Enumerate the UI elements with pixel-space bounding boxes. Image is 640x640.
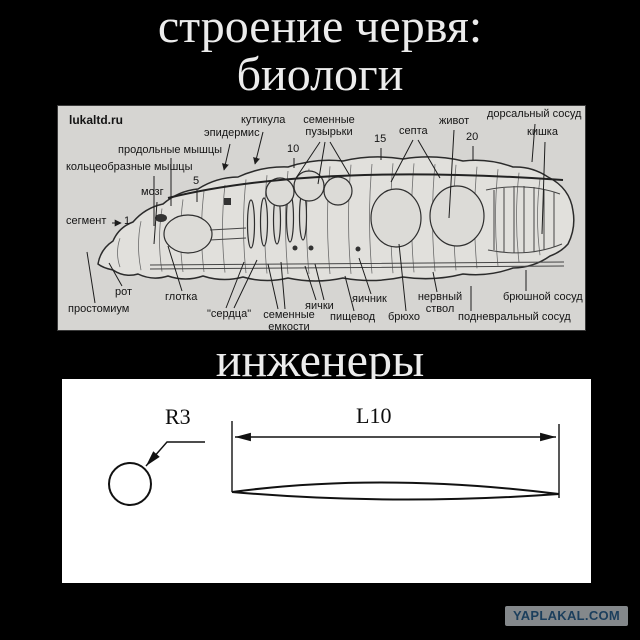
worm-side-view-shape — [231, 481, 560, 501]
label-seminal-vesicles: семенные пузырьки — [303, 114, 355, 138]
ventral-nerve-cord-shape — [149, 261, 565, 270]
label-longitudinal-muscles: продольные мышцы — [118, 144, 223, 156]
label-intestine: кишка — [527, 126, 558, 138]
worm-cross-section-circle — [108, 462, 152, 506]
ovary-shape — [355, 246, 361, 252]
segment-number-5: 5 — [193, 175, 200, 187]
label-septa: септа — [399, 125, 428, 137]
title-line-2: биологи — [236, 48, 404, 101]
segment-number-15: 15 — [374, 133, 387, 145]
diagram-credit: lukaltd.ru — [69, 113, 124, 127]
length-dimension-label: L10 — [356, 403, 392, 428]
title-line-1: строение червя: — [157, 0, 483, 53]
epidermis-arrow — [222, 143, 231, 171]
intestine-shape — [485, 186, 563, 254]
label-nerve-cord: нервный ствол — [417, 291, 463, 315]
label-esophagus: пищевод — [330, 311, 376, 323]
engineers-heading: инженеры — [215, 334, 425, 387]
label-ventral-vessel: брюшной сосуд — [503, 291, 583, 303]
pharynx-shape — [163, 214, 213, 254]
label-epidermis: эпидермис — [204, 127, 260, 139]
worm-organs — [149, 170, 565, 270]
label-hearts: "сердца" — [207, 308, 252, 320]
label-pharynx: глотка — [165, 291, 198, 303]
radius-dimension-label: R3 — [165, 404, 191, 429]
cuticle-arrow — [253, 131, 264, 165]
label-seminal-receptacles: семенные емкости — [263, 309, 315, 333]
label-segment: сегмент — [66, 215, 107, 227]
label-dorsal-vessel: дорсальный сосуд — [487, 108, 582, 120]
segment-number-20: 20 — [466, 131, 479, 143]
segment-number-10: 10 — [287, 143, 300, 155]
testis-shape — [308, 245, 314, 251]
label-belly: живот — [439, 115, 470, 127]
watermark-badge: YAPLAKAL.COM — [505, 606, 628, 626]
worm-anatomy-art — [86, 123, 575, 312]
biology-diagram-panel: lukaltd.ru кутикула эпидермис продольные… — [57, 105, 586, 333]
label-subneural-vessel: подневральный сосуд — [458, 311, 571, 323]
hearts-shape — [246, 191, 308, 249]
crop-shape — [370, 188, 422, 248]
label-circular-muscles: кольцеобразные мышцы — [66, 161, 193, 173]
testis-shape — [292, 245, 298, 251]
label-leader-lines — [86, 123, 546, 312]
radius-leader-line — [145, 441, 205, 467]
engineering-drawing-art — [108, 421, 560, 506]
label-ovary: яичник — [352, 293, 387, 305]
label-mouth: рот — [115, 286, 133, 298]
dorsal-vessel-shape — [167, 173, 564, 199]
square-marker — [224, 198, 231, 205]
esophagus-shape — [209, 227, 247, 241]
brain-shape — [155, 214, 167, 222]
label-abdomen: брюхо — [388, 311, 421, 323]
label-prostomium: простомиум — [68, 303, 130, 315]
segment-number-1: 1 — [124, 215, 131, 227]
label-cuticle: кутикула — [241, 114, 286, 126]
gizzard-shape — [429, 185, 485, 247]
label-testes: яички — [305, 300, 334, 312]
label-brain: мозг — [141, 186, 164, 198]
engineering-drawing-panel: R3 L10 — [62, 379, 591, 583]
